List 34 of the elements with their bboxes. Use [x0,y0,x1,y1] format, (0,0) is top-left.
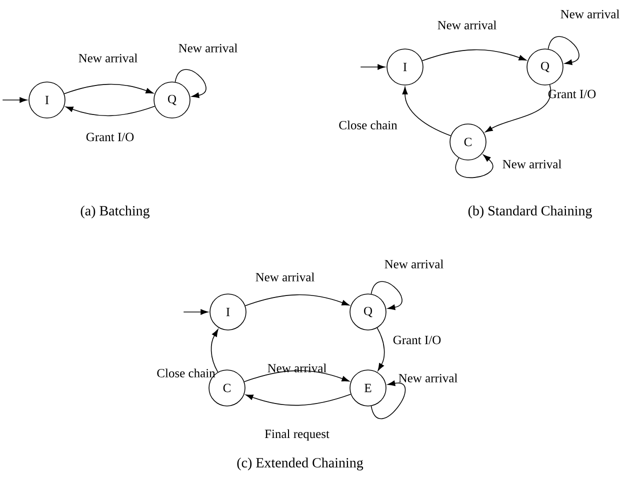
arrow [66,106,156,116]
arrow [360,64,386,70]
edge-label: New arrival [438,20,496,30]
arrow [370,281,402,310]
edge-label: Grant I/O [86,132,134,142]
arrow [174,69,206,98]
edge-label: Final request [264,429,330,441]
arrow [548,36,580,66]
arrow [422,49,526,62]
arrow [210,329,218,372]
arrow [183,309,208,315]
edge-label: New arrival [178,44,238,52]
edge-label: New arrival [78,54,138,62]
arrow [376,328,385,371]
caption: (b) Standard Chaining [468,206,592,218]
edge-label: New arrival [560,10,620,18]
arrow [485,84,552,132]
caption: (c) Extended Chaining [237,458,364,470]
arrow [244,294,350,306]
arrow [456,154,494,178]
arrow [402,86,452,136]
edge-label: New arrival [256,272,314,282]
arrow [244,370,350,382]
edge-label: New arrival [384,260,444,268]
arrow [64,84,154,94]
arrow [2,97,28,103]
arrow [246,394,352,406]
edge-label: New arrival [398,374,458,382]
edge-label: Close chain [339,120,398,130]
caption: (a) Batching [80,206,150,218]
edge-label: Grant I/O [393,336,441,344]
edge-label: New arrival [502,160,562,168]
edge-label: New arrival [268,364,326,372]
arrow [370,380,406,420]
